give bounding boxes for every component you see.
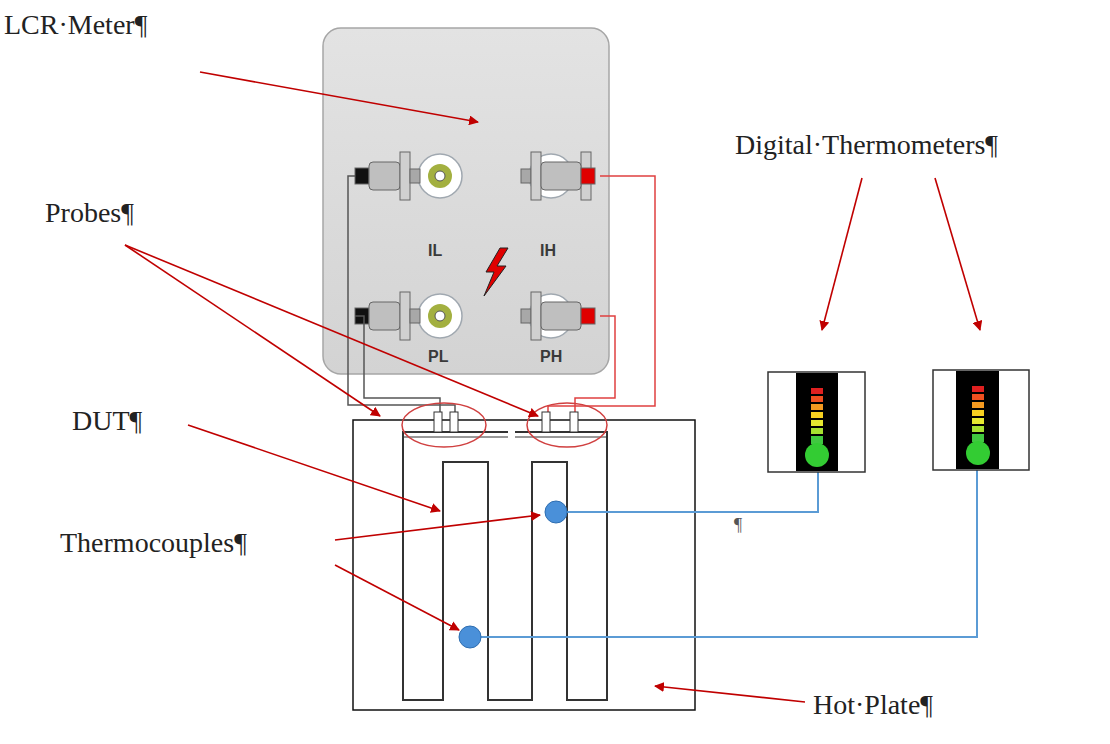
digital-thermometer — [933, 370, 1029, 470]
thermocouple — [459, 626, 481, 648]
pin-name: PL — [428, 348, 448, 366]
thermocouple-wires — [470, 470, 977, 637]
test-plugs — [355, 152, 591, 340]
hot-plate — [353, 420, 695, 710]
pin-name: IL — [428, 242, 442, 260]
hazard-bolt — [484, 248, 508, 296]
thermocouple — [545, 501, 567, 523]
part-label: Hot·Plate¶ — [813, 688, 933, 722]
dut-electrodes — [403, 432, 607, 700]
part-label: Digital·Thermometers¶ — [735, 128, 998, 162]
part-label: DUT¶ — [72, 404, 142, 438]
probe-contacts — [402, 403, 607, 447]
digital-thermometer — [768, 372, 865, 472]
red-test-plugs — [521, 152, 586, 340]
format-mark: ¶ — [732, 515, 744, 537]
part-label: Probes¶ — [45, 196, 134, 230]
meter-body — [323, 28, 609, 374]
pin-name: PH — [540, 348, 562, 366]
part-label: LCR·Meter¶ — [4, 8, 147, 42]
part-label: Thermocouples¶ — [60, 526, 247, 560]
pin-name: IH — [540, 242, 556, 260]
leader-arrows — [125, 72, 980, 702]
probe-wires — [348, 176, 655, 418]
lcr-meter: IL IH PL PH — [323, 28, 609, 374]
